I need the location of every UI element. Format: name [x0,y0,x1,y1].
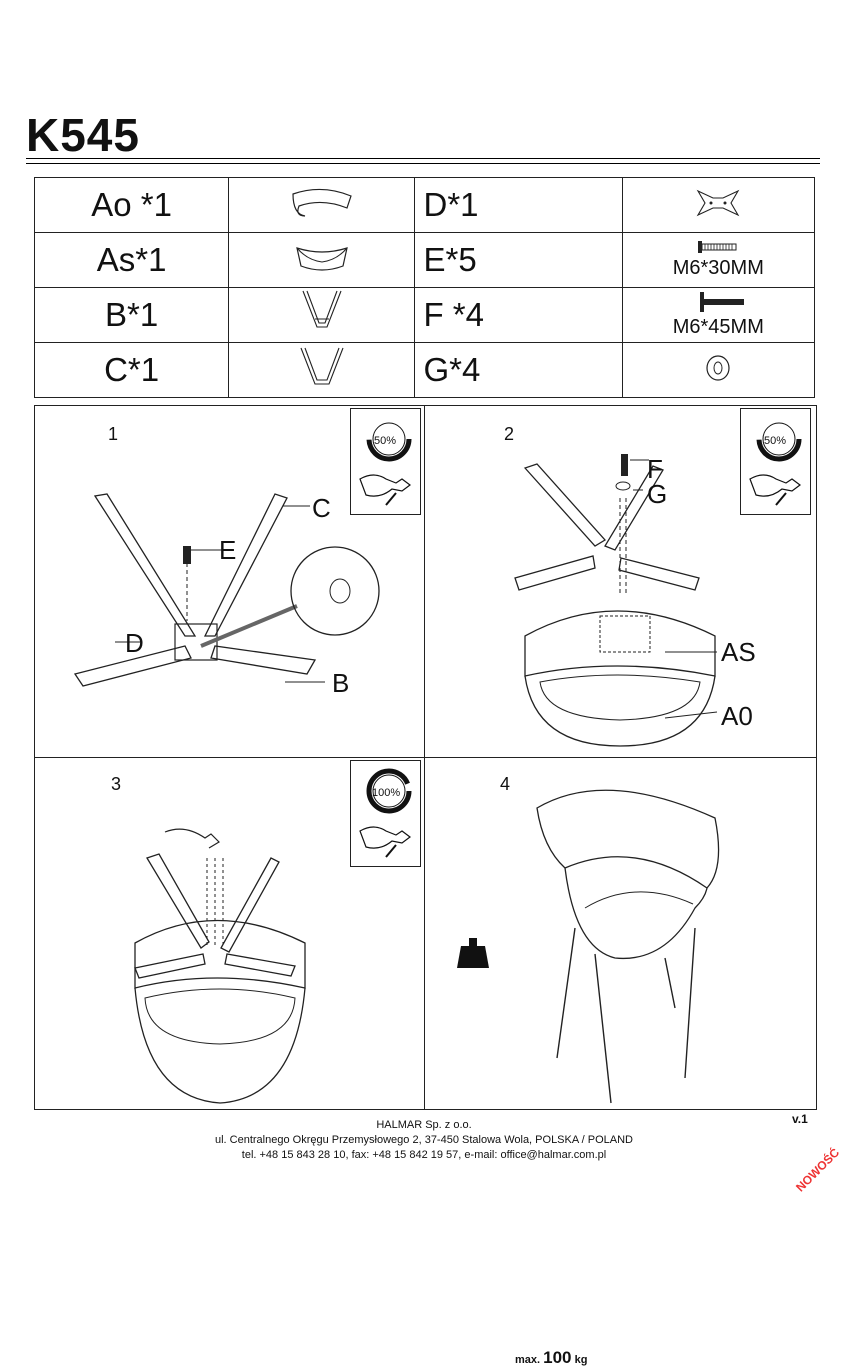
torque-instruction-box: 100% [350,760,421,867]
washer-icon [621,342,816,398]
part-callout: AS [721,637,756,667]
torque-instruction-box: 50% [740,408,811,515]
parts-row: B*1 F *4 M6*45MM [33,287,816,343]
hardware-label: G*4 [414,342,623,398]
step-2-panel: 2 50% F G AS A0 [425,406,814,757]
hand-wrench-icon [359,474,411,506]
torque-gauge-icon [756,416,802,462]
torque-percent: 100% [372,787,401,799]
footer: HALMAR Sp. z o.o. ul. Centralnego Okręgu… [0,1118,848,1163]
step-number: 1 [108,424,119,444]
short-screw-icon [698,241,737,253]
title-underline-thin [26,163,820,164]
title-underline [26,158,820,159]
parts-row: Ao *1 D*1 [33,177,816,233]
part-callout: E [219,535,237,565]
tightening-diagram [134,828,306,1104]
hardware-cell: M6*45MM [621,287,816,343]
part-label: C*1 [33,342,230,398]
leg-frame-assembly-diagram [73,493,380,687]
part-callout: G [647,479,668,509]
part-label: Ao *1 [33,177,230,233]
step-3-panel: 3 100% [35,758,424,1109]
torque-gauge-icon [366,416,412,462]
hardware-size: M6*30MM [672,257,764,279]
hand-wrench-icon [359,826,411,858]
footer-address: ul. Centralnego Okręgu Przemysłowego 2, … [214,1134,633,1146]
part-callout: A0 [721,701,753,731]
step-number: 2 [504,424,515,444]
hardware-label: E*5 [414,232,623,288]
long-bolt-icon [700,292,745,312]
step-1-panel: 1 50% C E D B [35,406,424,757]
version-label: v.1 [792,1112,808,1126]
part-callout: B [332,668,350,698]
hardware-size: M6*45MM [672,316,764,338]
hardware-cell: M6*30MM [621,232,816,288]
max-load-prefix: max. [515,1354,541,1366]
cross-plate-icon [621,177,816,233]
footer-company: HALMAR Sp. z o.o. [376,1119,472,1131]
footer-contact: tel. +48 15 843 28 10, fax: +48 15 842 1… [241,1149,607,1161]
leg-frame-icon [228,287,416,343]
hand-wrench-icon [749,474,801,506]
step-number: 4 [500,774,511,794]
part-label: B*1 [33,287,230,343]
torque-percent: 50% [764,435,787,447]
part-callout: D [125,628,144,658]
part-callout: F [647,454,663,484]
max-load-unit: kg [574,1354,588,1366]
parts-row: As*1 E*5 M6*30MM [33,232,816,288]
assembled-chair-diagram [457,789,720,1104]
step-4-panel: 4 max. 100 kg [425,758,814,1367]
assembly-steps-grid: 1 50% C E D B 2 50% [34,405,817,1367]
part-label: As*1 [33,232,230,288]
torque-percent: 50% [374,435,397,447]
leg-frame-icon [228,342,416,398]
torque-gauge-icon [366,768,412,814]
hardware-label: F *4 [414,287,623,343]
backrest-shell-icon [228,177,416,233]
seat-shell-icon [228,232,416,288]
step-number: 3 [111,774,122,794]
hardware-label: D*1 [414,177,623,233]
part-callout: C [312,493,331,523]
parts-row: C*1 G*4 [33,342,816,398]
max-load-value: 100 [543,1348,572,1367]
max-load-label: max. 100 kg [515,1348,587,1368]
document-title: K545 [26,109,140,161]
parts-list-table: Ao *1 D*1 As*1 E*5 M6*30MM B*1 F *4 M6*4… [33,177,816,398]
seat-mounting-diagram [514,454,718,747]
grid-divider [35,757,816,758]
torque-instruction-box: 50% [350,408,421,515]
